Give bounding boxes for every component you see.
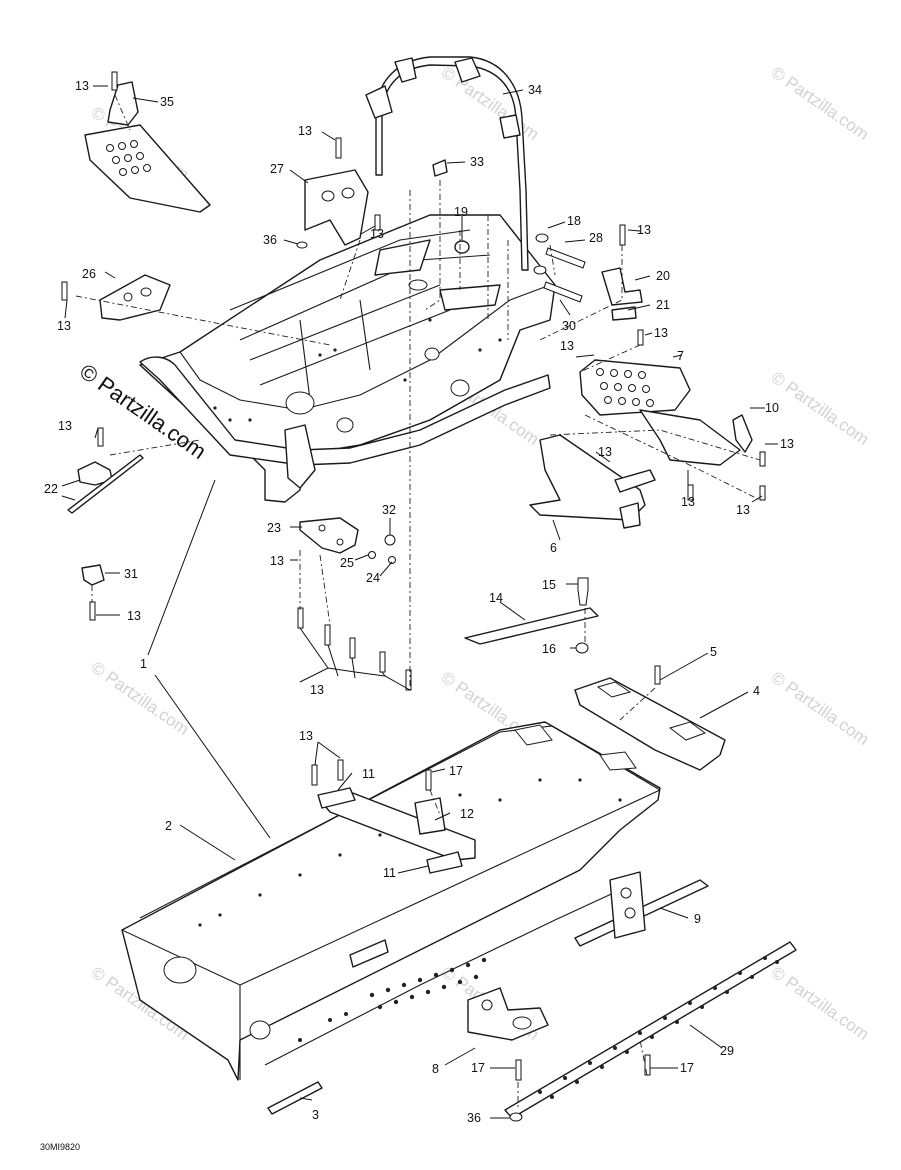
crossmember-6 (529, 434, 656, 529)
bracket-8 (467, 987, 549, 1041)
callout-36: 36 (263, 233, 277, 247)
callout-36: 36 (467, 1111, 481, 1125)
bolt-group-18-28-30 (533, 233, 586, 303)
callout-10: 10 (765, 401, 779, 415)
front-frame (139, 214, 556, 503)
drawing-code: 30MI9820 (40, 1142, 80, 1152)
callout-13: 13 (75, 79, 89, 93)
callout-13: 13 (736, 503, 750, 517)
rail-14 (464, 607, 599, 645)
callout-7: 7 (677, 349, 684, 363)
callout-14: 14 (489, 591, 503, 605)
callout-20: 20 (656, 269, 670, 283)
callout-6: 6 (550, 541, 557, 555)
bolt-15 (577, 577, 589, 606)
plate-4 (574, 677, 726, 771)
callout-21: 21 (656, 298, 670, 312)
callout-32: 32 (382, 503, 396, 517)
callout-13: 13 (637, 223, 651, 237)
callout-28: 28 (589, 231, 603, 245)
callout-2: 2 (165, 819, 172, 833)
callout-19: 19 (454, 205, 468, 219)
crossmember-12 (319, 789, 476, 861)
callout-13: 13 (598, 445, 612, 459)
alignment-lines (75, 94, 761, 1110)
watermark-text: © Partzilla.com (768, 963, 873, 1044)
steering-support-34 (365, 56, 529, 271)
clip-31 (81, 564, 105, 586)
callout-26: 26 (82, 267, 96, 281)
callout-34: 34 (528, 83, 542, 97)
nut-16 (575, 642, 589, 654)
tunnel-2 (121, 721, 661, 1081)
block-11-top (317, 787, 356, 809)
callout-23: 23 (267, 521, 281, 535)
callout-13: 13 (310, 683, 324, 697)
callout-15: 15 (542, 578, 556, 592)
callout-29: 29 (720, 1044, 734, 1058)
callout-8: 8 (432, 1062, 439, 1076)
bracket-35 (107, 81, 139, 126)
callout-27: 27 (270, 162, 284, 176)
callout-13: 13 (560, 339, 574, 353)
callout-13: 13 (57, 319, 71, 333)
block-11-lower (426, 851, 463, 874)
footrest-top-left (84, 124, 211, 213)
callout-3: 3 (312, 1108, 319, 1122)
hinge-23 (299, 517, 359, 554)
callout-17: 17 (680, 1061, 694, 1075)
bracket-27 (304, 169, 369, 246)
callout-16: 16 (542, 642, 556, 656)
callout-25: 25 (340, 556, 354, 570)
callout-18: 18 (567, 214, 581, 228)
callout-11-lower: 11 (383, 866, 396, 880)
callout-31: 31 (124, 567, 138, 581)
nut-19 (454, 240, 470, 254)
shield-22 (67, 454, 144, 514)
callout-13: 13 (370, 227, 384, 241)
bracket-10 (732, 414, 753, 453)
callout-13: 13 (299, 729, 313, 743)
callout-17: 17 (449, 764, 463, 778)
callout-17: 17 (471, 1061, 485, 1075)
callout-13: 13 (127, 609, 141, 623)
watermark-text: © Partzilla.com (768, 63, 873, 144)
bracket-9 (574, 871, 709, 947)
callout-24: 24 (366, 571, 380, 585)
callout-9: 9 (694, 912, 701, 926)
callout-13: 13 (654, 326, 668, 340)
fasteners (61, 71, 766, 1122)
callout-13: 13 (681, 495, 695, 509)
grommet-33 (432, 159, 448, 177)
callout-22: 22 (44, 482, 58, 496)
callout-35: 35 (160, 95, 174, 109)
callout-11-top: 11 (362, 767, 375, 781)
leader-lines (61, 85, 778, 1119)
callout-4: 4 (753, 684, 760, 698)
callout-13: 13 (298, 124, 312, 138)
callout-1: 1 (140, 657, 147, 671)
callout-13: 13 (58, 419, 72, 433)
callouts: 1 2 3 4 5 6 7 8 9 10 11 11 12 13 13 13 1… (44, 79, 794, 1125)
bracket-20-21 (601, 267, 643, 321)
callout-13: 13 (270, 554, 284, 568)
callout-33: 33 (470, 155, 484, 169)
rod-3 (267, 1081, 323, 1115)
callout-12: 12 (460, 807, 474, 821)
rail-29 (504, 941, 797, 1119)
bracket-26 (99, 274, 171, 321)
footrest-7 (579, 359, 741, 466)
callout-13: 13 (780, 437, 794, 451)
callout-5: 5 (710, 645, 717, 659)
watermark-text: © Partzilla.com (438, 63, 543, 144)
callout-30: 30 (562, 319, 576, 333)
watermark-text: © Partzilla.com (768, 668, 873, 749)
